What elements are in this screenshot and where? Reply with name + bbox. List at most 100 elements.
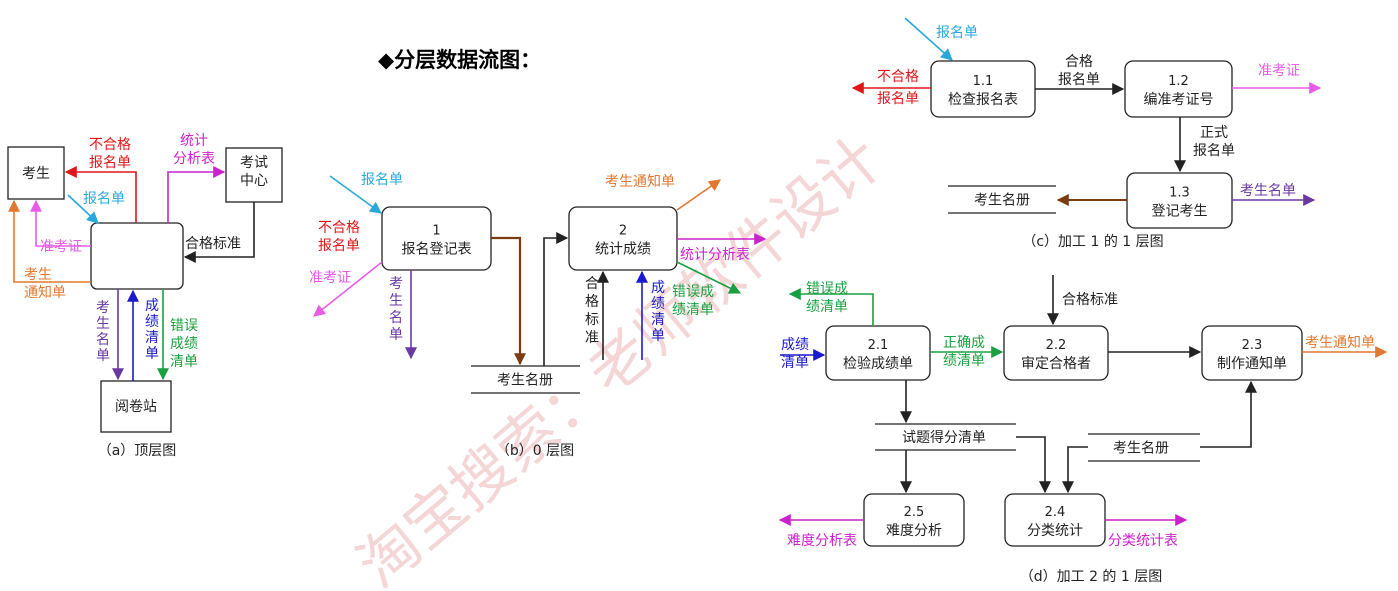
a-score-list-label-line-3: 单 [145, 346, 159, 362]
a-stats-arrow [167, 166, 226, 223]
c-reg-form-arrow [904, 17, 953, 61]
b-caption: （b）0 层图 [496, 443, 574, 459]
d-error-list-arrow [788, 288, 874, 326]
a-examinee-box [7, 146, 65, 200]
a-fail-list-label-line-0: 不合格 [89, 137, 131, 153]
b-roster-label-line-3: 单 [389, 327, 403, 343]
b-stats-label: 统计分析表 [680, 247, 750, 263]
c-process-1-2-title: 编准考证号 [1144, 92, 1214, 108]
a-error-list-label-line-1: 成绩 [170, 336, 198, 352]
b-roster-label-line-0: 考 [389, 276, 403, 292]
b-store-roster-label: 考生名册 [497, 373, 553, 389]
d-process-2-3-title: 制作通知单 [1217, 355, 1287, 372]
b-from-store-arrow [543, 232, 569, 366]
b-pass-std-label-line-1: 格 [585, 294, 599, 310]
a-notice-label-line-0: 考生 [24, 267, 52, 283]
a-stats-label-line-0: 统计 [180, 133, 208, 149]
d-process-2-1-title: 检验成绩单 [843, 356, 913, 372]
a-pass-std-label: 合格标准 [185, 236, 241, 252]
a-exam-center-label-line-0: 考试 [240, 155, 268, 171]
a-roster-label-line-3: 单 [96, 348, 110, 364]
d-store-question-scores-label: 试题得分清单 [902, 429, 986, 446]
d-process-2-4-number: 2.4 [1045, 505, 1066, 520]
d-error-list-label-line-1: 绩清单 [806, 299, 848, 315]
b-fail-list-label-line-0: 不合格 [318, 220, 360, 236]
a-fail-list-label-line-1: 报名单 [89, 155, 131, 171]
b-notice-arrow [676, 179, 721, 211]
c-admission-label: 准考证 [1258, 63, 1300, 79]
d-score-list-label-line-1: 清单 [781, 355, 809, 371]
b-score-list-label-line-3: 单 [651, 328, 665, 344]
a-fail-list-arrow [64, 166, 137, 223]
c-caption: （c）加工 1 的 1 层图 [1022, 234, 1163, 250]
b-admission-arrow [313, 261, 383, 317]
a-reg-form-arrow [67, 194, 99, 224]
a-reg-form-label: 报名单 [83, 191, 125, 207]
a-stats-label-line-1: 分析表 [173, 151, 215, 167]
b-roster-label-line-1: 生 [389, 293, 403, 309]
c-process-1-1-number: 1.1 [973, 74, 994, 89]
d-class-stats-label: 分类统计表 [1108, 533, 1178, 549]
c-process-1-2-number: 1.2 [1168, 74, 1189, 89]
a-notice-label-line-1: 通知单 [24, 284, 66, 301]
a-exam-center-box [225, 147, 283, 203]
c-process-1-2 [1124, 60, 1233, 118]
a-marking-station-box [100, 380, 172, 433]
c-process-1-1-title: 检查报名表 [948, 92, 1018, 108]
d-process-2-5-number: 2.5 [904, 505, 925, 520]
a-exam-center-label-line-1: 中心 [240, 173, 268, 189]
b-error-list-arrow [676, 261, 742, 294]
a-admission-label: 准考证 [40, 239, 82, 255]
a-error-list-label-line-0: 错误 [170, 318, 198, 334]
c-roster-label: 考生名单 [1240, 183, 1296, 199]
d-process-2-4-title: 分类统计 [1027, 523, 1083, 539]
d-notice-label: 考生通知单 [1305, 334, 1375, 351]
d-store-roster-book-label: 考生名册 [1113, 441, 1169, 457]
b-process-1-number: 1 [432, 224, 440, 239]
b-reg-form-arrow [329, 175, 382, 214]
d-process-2-3-number: 2.3 [1242, 338, 1263, 353]
c-process-1-3-title: 登记考生 [1152, 204, 1208, 220]
b-reg-form-label: 报名单 [361, 172, 403, 188]
d-error-list-label-line-0: 错误成 [806, 281, 848, 297]
b-fail-list-label-line-1: 报名单 [318, 238, 360, 254]
b-process-1 [381, 206, 492, 271]
c-store-roster-label: 考生名册 [974, 193, 1030, 209]
d-roster-to-2-3-arrow [1200, 380, 1257, 448]
b-process-1-title: 报名登记表 [402, 242, 472, 258]
d-process-2-5-title: 难度分析 [886, 523, 942, 539]
a-score-list-label-line-0: 成 [145, 298, 159, 314]
d-process-2-2-title: 审定合格者 [1021, 356, 1091, 372]
b-pass-std-label-line-2: 标 [585, 312, 599, 328]
a-examinee-label: 考生 [22, 166, 50, 182]
d-pass-std-label: 合格标准 [1062, 292, 1118, 308]
c-process-1-3 [1126, 172, 1233, 229]
a-system-box [90, 222, 184, 290]
b-error-list-label-line-1: 绩清单 [672, 302, 714, 318]
c-official-form-label-line-1: 报名单 [1193, 143, 1235, 159]
c-fail-list-label-line-0: 不合格 [877, 69, 919, 85]
d-question-to-2-4-arrow [1016, 436, 1051, 494]
watermark-text: 淘宝搜索：老师软件设计 [345, 124, 896, 591]
b-score-list-label-line-1: 绩 [651, 296, 665, 312]
a-roster-label-line-2: 名 [96, 332, 110, 348]
c-official-form-label-line-0: 正式 [1200, 125, 1228, 141]
d-roster-to-2-4-arrow [1062, 446, 1088, 494]
a-score-list-label-line-2: 清 [145, 330, 159, 346]
b-score-list-label-line-2: 清 [651, 312, 665, 328]
b-admission-label: 准考证 [309, 270, 351, 286]
b-error-list-label-line-0: 错误成 [672, 284, 714, 300]
b-roster-label-line-2: 名 [389, 310, 403, 326]
c-process-1-3-number: 1.3 [1169, 186, 1190, 201]
c-reg-form-label: 报名单 [936, 25, 978, 41]
b-score-list-label-line-0: 成 [651, 280, 665, 296]
c-pass-form-label-line-1: 报名单 [1058, 72, 1100, 88]
d-caption: （d）加工 2 的 1 层图 [1020, 569, 1163, 585]
b-pass-std-label-line-0: 合 [585, 276, 599, 292]
b-process-2-title: 统计成绩 [595, 242, 651, 258]
slide-heading: ◆分层数据流图： [378, 48, 542, 72]
d-process-2-2 [1003, 325, 1109, 381]
a-marking-station-label: 阅卷站 [115, 399, 157, 415]
